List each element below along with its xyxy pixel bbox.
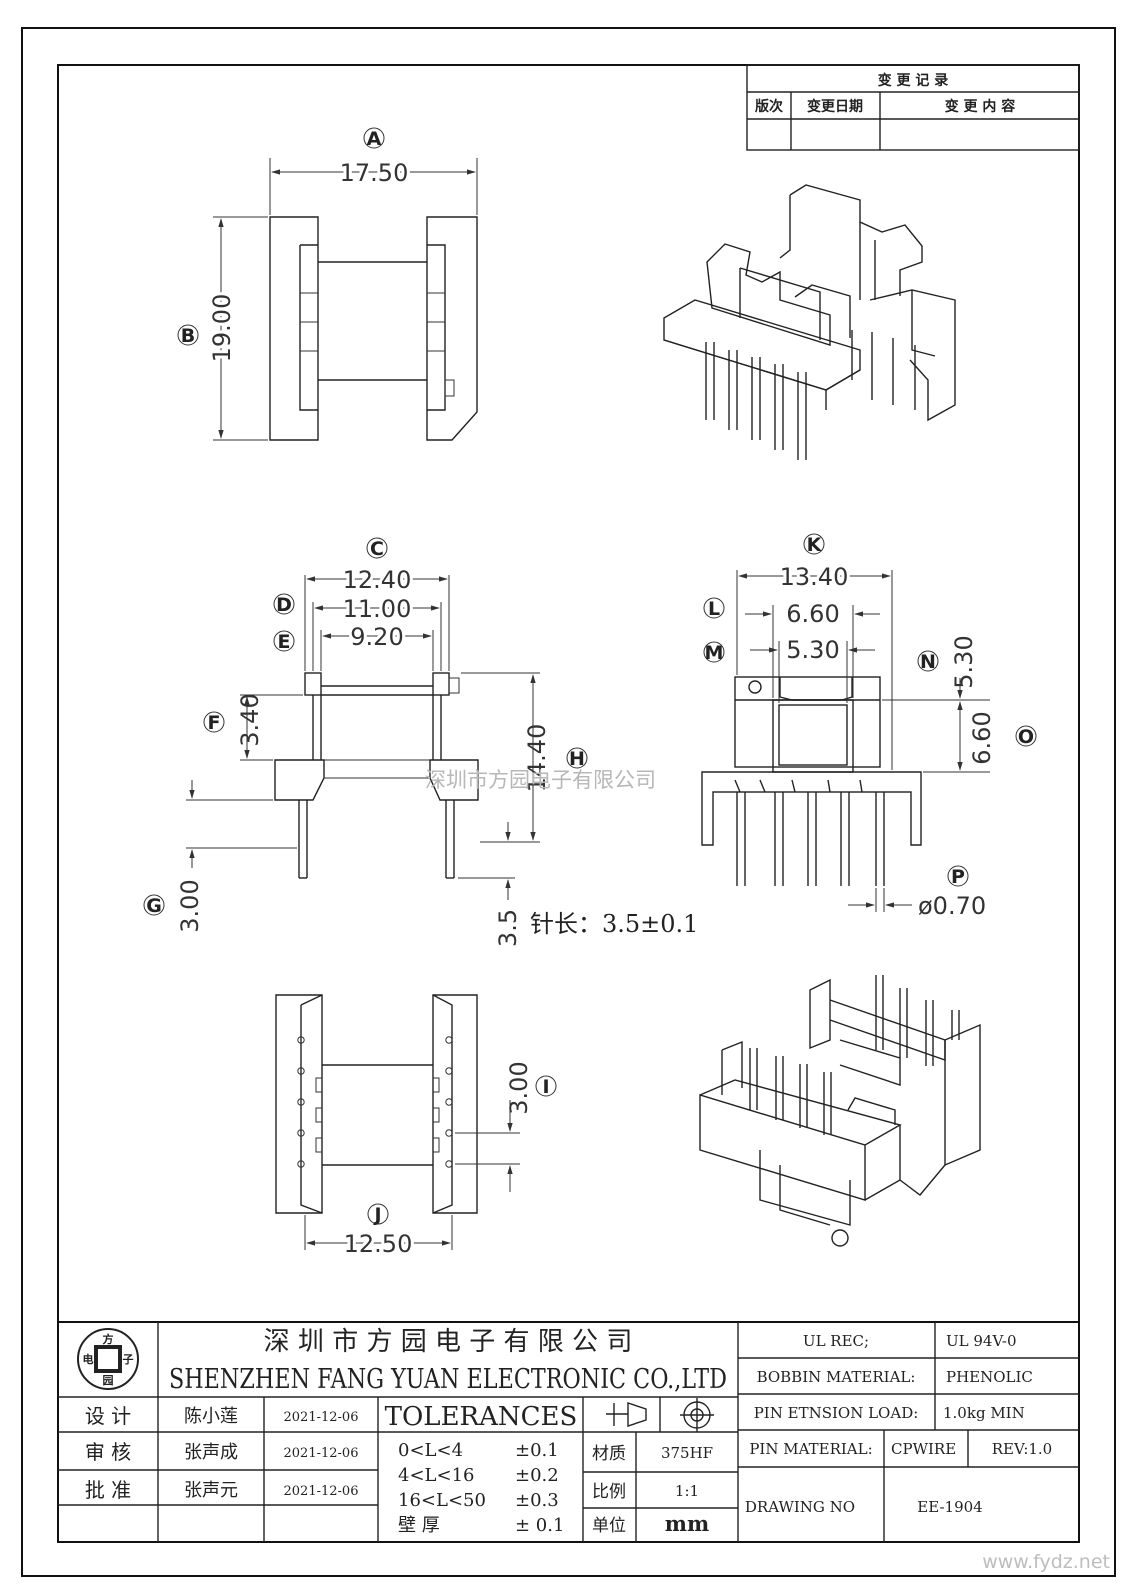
material-label: 材质 [592, 1444, 626, 1464]
dim-pin-length-value: 3.5 [494, 909, 522, 947]
logo-char-left: 电 [83, 1352, 94, 1366]
tolerances-title: TOLERANCES [385, 1402, 578, 1432]
dim-F-value: 3.40 [236, 693, 264, 746]
label-N: N [920, 651, 936, 673]
label-E: E [278, 631, 291, 653]
logo-char-bottom: 园 [103, 1374, 114, 1387]
dim-K-value: 13.40 [780, 563, 849, 591]
company-logo: 方 电 子 园 [77, 1328, 139, 1390]
tolerance-range-4: 壁 厚 [398, 1515, 440, 1536]
revision-col-content: 变 更 内 容 [945, 98, 1016, 115]
tolerance-range-2: 4<L<16 [398, 1465, 474, 1486]
side-view: 12.40 C 11.00 D 9.20 E 3.40 F 3.00 G 14. [143, 537, 698, 947]
pin-tension-value: 1.0kg MIN [943, 1404, 1025, 1422]
dim-C-value: 12.40 [343, 566, 412, 594]
label-L: L [708, 598, 720, 620]
label-A: A [367, 128, 382, 150]
tolerance-range-1: 0<L<4 [398, 1440, 463, 1461]
dim-B-value: 19.00 [208, 294, 236, 363]
pin-material-value: CPWIRE [891, 1440, 956, 1458]
iso-view-top [663, 184, 956, 460]
company-name-cn: 深 圳 市 方 园 电 子 有 限 公 司 [264, 1327, 633, 1357]
role-approve: 批 准 [85, 1478, 131, 1502]
label-H: H [569, 748, 585, 770]
center-mark-icon [680, 1398, 714, 1432]
name-review: 张声成 [184, 1442, 238, 1463]
role-review: 审 核 [85, 1440, 131, 1464]
date-review: 2021-12-06 [284, 1446, 359, 1461]
revision-title: 变 更 记 录 [878, 72, 949, 89]
unit-label: 单位 [592, 1516, 626, 1536]
material-value: 375HF [661, 1444, 713, 1462]
dim-N-value: 5.30 [950, 635, 978, 688]
dim-E-value: 9.20 [350, 623, 403, 651]
dim-H-value: 14.40 [523, 724, 551, 793]
logo-char-top: 方 [103, 1332, 114, 1346]
drawing-no-label: DRAWING NO [745, 1498, 855, 1516]
date-approve: 2021-12-06 [284, 1484, 359, 1499]
label-B: B [181, 325, 195, 347]
top-view: 17.50 A 19.00 B [177, 127, 478, 441]
unit-value: mm [665, 1511, 709, 1536]
iso-view-bottom [699, 975, 981, 1247]
label-G: G [146, 895, 162, 917]
dim-M-value: 5.30 [786, 636, 839, 664]
pin-tension-label: PIN ETNSION LOAD: [754, 1404, 919, 1422]
label-O: O [1018, 726, 1034, 748]
revision-table: 变 更 记 录 版次 变更日期 变 更 内 容 [746, 64, 1080, 151]
title-block: 方 电 子 园 深 圳 市 方 园 电 子 有 限 公 司 SHENZHEN F… [58, 1321, 1079, 1542]
label-P: P [951, 866, 965, 888]
label-F: F [208, 712, 221, 734]
company-name-en: SHENZHEN FANG YUAN ELECTRONIC CO.,LTD [169, 1364, 727, 1395]
revision-number: REV:1.0 [992, 1440, 1052, 1458]
website-watermark: www.fydz.net [982, 1551, 1110, 1573]
pin-material-label: PIN MATERIAL: [749, 1440, 872, 1458]
tolerance-value-2: ±0.2 [515, 1465, 559, 1486]
outer-frame [21, 27, 1116, 1577]
bobbin-material-label: BOBBIN MATERIAL: [757, 1368, 916, 1386]
name-design: 陈小莲 [184, 1406, 238, 1427]
tolerance-value-4: ± 0.1 [515, 1515, 564, 1536]
dim-L-value: 6.60 [786, 600, 839, 628]
scale-value: 1:1 [675, 1482, 699, 1500]
pin-length-note: 针长：3.5±0.1 [530, 910, 698, 938]
dim-G-value: 3.00 [176, 879, 204, 932]
bottom-view: 3.00 I 12.50 J [275, 994, 557, 1261]
tolerance-range-3: 16<L<50 [398, 1490, 486, 1511]
logo-char-right: 子 [123, 1353, 134, 1366]
role-design: 设 计 [85, 1404, 131, 1428]
label-I: I [542, 1076, 549, 1098]
scale-label: 比例 [592, 1482, 626, 1502]
dim-O-value: 6.60 [968, 711, 996, 764]
tolerance-value-1: ±0.1 [515, 1440, 559, 1461]
front-view: 13.40 K 6.60 L 5.30 M 5.30 N 6.60 O [701, 533, 1037, 920]
label-M: M [705, 642, 724, 664]
date-design: 2021-12-06 [284, 1410, 359, 1425]
ul-rec-value: UL 94V-0 [946, 1332, 1017, 1350]
watermark: 深圳市方园电子有限公司 [425, 768, 656, 792]
label-J: J [372, 1204, 381, 1226]
bobbin-material-value: PHENOLIC [946, 1368, 1033, 1386]
label-C: C [370, 538, 384, 560]
revision-col-version: 版次 [755, 98, 783, 115]
dim-A-value: 17.50 [340, 159, 409, 187]
tolerance-value-3: ±0.3 [515, 1490, 559, 1511]
dim-D-value: 11.00 [343, 595, 412, 623]
inner-frame [57, 64, 1080, 1543]
label-D: D [276, 594, 292, 616]
projection-symbol-icon [606, 1402, 647, 1427]
drawing-no-value: EE-1904 [917, 1498, 982, 1516]
dim-P-value: ø0.70 [918, 892, 986, 920]
ul-rec-label: UL REC; [803, 1332, 869, 1350]
revision-col-date: 变更日期 [807, 98, 863, 115]
label-K: K [807, 534, 823, 556]
dim-J-value: 12.50 [344, 1230, 413, 1258]
dim-I-value: 3.00 [505, 1061, 533, 1114]
name-approve: 张声元 [184, 1480, 238, 1501]
